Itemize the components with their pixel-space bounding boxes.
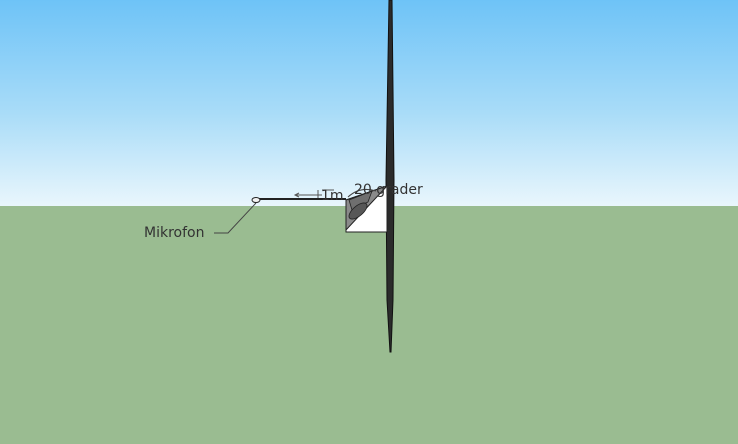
loudspeaker (345, 185, 388, 233)
microphone-leader-line (214, 202, 257, 234)
angle-arc (347, 189, 377, 198)
microphone-label: Mikrofon (144, 225, 205, 241)
microphone (251, 197, 261, 203)
sky-background (0, 0, 738, 206)
angle-label: 20 grader (354, 182, 423, 198)
wall (385, 0, 395, 353)
distance-dimension (293, 189, 334, 198)
distance-label: 1m (321, 188, 344, 204)
ground-plane (0, 206, 738, 444)
